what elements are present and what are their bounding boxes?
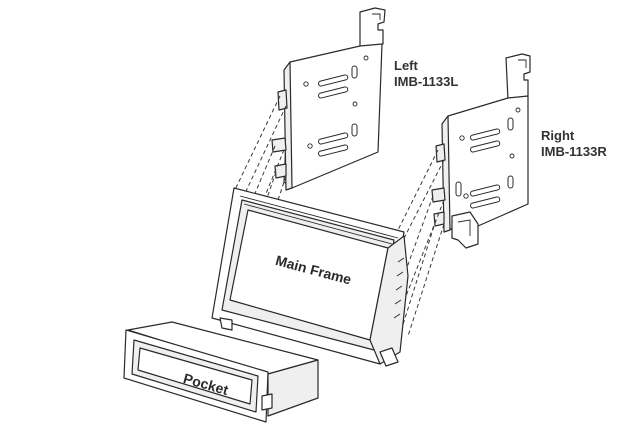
left-bracket-slots (317, 65, 358, 157)
left-bracket-part-number: IMB-1133L (394, 74, 459, 89)
left-bracket-label: Left IMB-1133L (394, 58, 458, 90)
left-bracket-name: Left (394, 58, 418, 73)
right-bracket-name: Right (541, 128, 575, 143)
right-bracket-label: Right IMB-1133R (541, 128, 607, 160)
right-bracket (431, 53, 531, 249)
right-bracket-part-number: IMB-1133R (541, 144, 607, 159)
right-bracket-holes (459, 107, 521, 199)
left-bracket (271, 7, 386, 191)
right-bracket-slots (455, 117, 514, 209)
pocket (123, 321, 319, 423)
left-bracket-holes (303, 55, 369, 149)
main-frame (211, 187, 409, 367)
